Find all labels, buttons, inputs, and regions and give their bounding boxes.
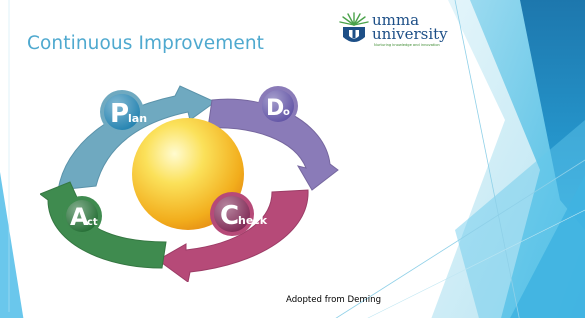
do-rest: o [283, 107, 290, 118]
do-initial: D [266, 96, 284, 121]
plan-initial: P [110, 99, 129, 129]
logo-name-line1: umma [372, 11, 420, 29]
logo-emblem-icon [339, 12, 369, 42]
logo-tagline: Nurturing knowledge and innovation [374, 43, 440, 47]
check-rest: heck [238, 214, 268, 227]
pdca-cycle-diagram: P lan D o C heck A ct [40, 85, 339, 282]
plan-rest: lan [128, 112, 147, 125]
act-badge: A ct [62, 196, 102, 236]
act-initial: A [70, 203, 89, 231]
source-caption: Adopted from Deming [286, 295, 382, 305]
check-badge: C heck [210, 192, 268, 236]
check-initial: C [220, 201, 239, 231]
act-rest: ct [87, 217, 98, 228]
logo-name-line2: university [372, 25, 448, 43]
check-arrow [157, 189, 309, 282]
plan-badge: P lan [100, 90, 147, 134]
do-badge: D o [258, 86, 298, 126]
slide-title: Continuous Improvement [27, 33, 265, 54]
bottom-edge [0, 318, 585, 322]
university-logo: umma university Nurturing knowledge and … [338, 11, 458, 51]
